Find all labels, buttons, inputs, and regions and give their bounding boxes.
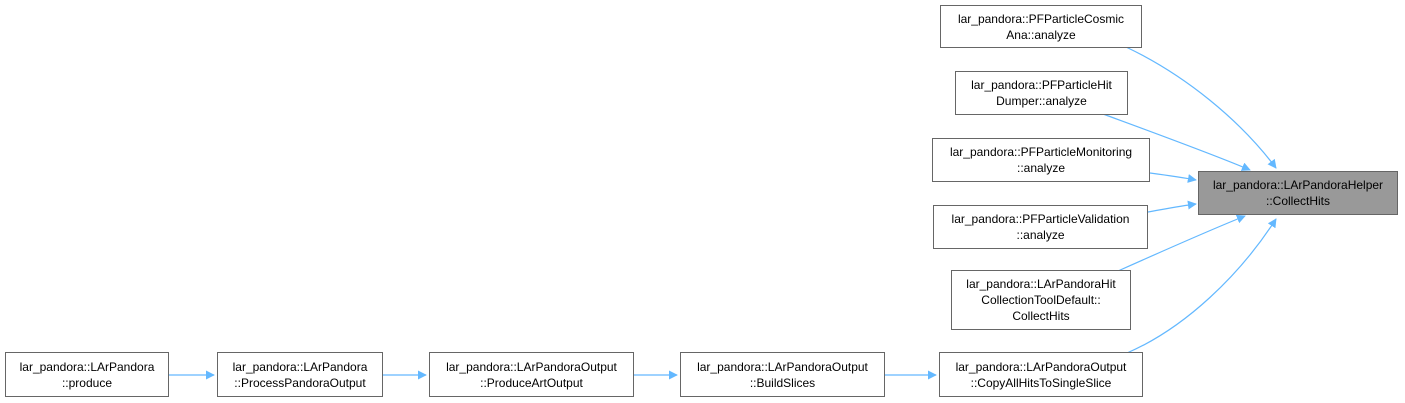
- node-line: CollectionToolDefault::: [981, 293, 1101, 307]
- node-line: lar_pandora::LArPandoraOutput: [955, 359, 1127, 374]
- node-pfparticlemonitoring-analyze[interactable]: lar_pandora::PFParticleMonitoring ::anal…: [932, 138, 1150, 182]
- node-line: ::analyze: [1016, 228, 1065, 242]
- node-larpandora-produce[interactable]: lar_pandora::LArPandora ::produce: [5, 352, 169, 397]
- node-line: ::CopyAllHitsToSingleSlice: [970, 375, 1112, 390]
- node-larpandoraoutput-buildslices[interactable]: lar_pandora::LArPandoraOutput ::BuildSli…: [680, 352, 885, 397]
- edge-hitcoll-to-root: [1117, 214, 1246, 272]
- edge-monitoring-to-root: [1149, 172, 1197, 183]
- edge-copyall-to-root: [1126, 218, 1277, 354]
- node-line: lar_pandora::LArPandoraOutput: [697, 359, 868, 374]
- node-pfparticlevalidation-analyze[interactable]: lar_pandora::PFParticleValidation ::anal…: [933, 205, 1148, 249]
- node-pfparticlehitdumper-analyze[interactable]: lar_pandora::PFParticleHit Dumper::analy…: [955, 71, 1128, 115]
- node-line: ::produce: [61, 375, 113, 390]
- edge-validation-to-root: [1147, 200, 1197, 213]
- node-line: ::ProduceArtOutput: [480, 375, 583, 390]
- node-larpandoraoutput-produceartoutput[interactable]: lar_pandora::LArPandoraOutput ::ProduceA…: [429, 352, 634, 397]
- node-line: ::BuildSlices: [749, 375, 816, 390]
- node-line: ::analyze: [1016, 161, 1066, 175]
- node-line: CollectHits: [1012, 309, 1070, 323]
- node-line: lar_pandora::PFParticleHit: [971, 78, 1112, 92]
- node-line: lar_pandora::PFParticleCosmic: [957, 11, 1125, 26]
- node-line: lar_pandora::LArPandoraHelper: [1212, 178, 1384, 192]
- node-larpandoraoutput-copyallhitstosingleslice[interactable]: lar_pandora::LArPandoraOutput ::CopyAllH…: [939, 352, 1143, 397]
- node-larpandorahitcollectiontooldefault-collecthits[interactable]: lar_pandora::LArPandoraHit CollectionToo…: [951, 270, 1131, 330]
- node-line: lar_pandora::LArPandora: [232, 359, 368, 374]
- edge-hitdumper-to-root: [1102, 113, 1251, 171]
- node-pfparticlecosmicana-analyze[interactable]: lar_pandora::PFParticleCosmic Ana::analy…: [940, 5, 1142, 48]
- node-line: lar_pandora::PFParticleValidation: [951, 212, 1130, 226]
- node-line: Ana::analyze: [1006, 27, 1076, 42]
- node-line: lar_pandora::LArPandoraHit: [966, 277, 1116, 291]
- node-line: lar_pandora::PFParticleMonitoring: [949, 145, 1133, 159]
- node-larpandorahelper-collecthits: lar_pandora::LArPandoraHelper ::CollectH…: [1198, 171, 1398, 215]
- node-line: ::ProcessPandoraOutput: [234, 375, 366, 390]
- node-line: ::CollectHits: [1265, 194, 1330, 208]
- edge-cosmic-to-root: [1125, 46, 1277, 169]
- node-line: lar_pandora::LArPandora: [19, 359, 155, 374]
- node-larpandora-processpandoraoutput[interactable]: lar_pandora::LArPandora ::ProcessPandora…: [217, 352, 383, 397]
- node-line: lar_pandora::LArPandoraOutput: [446, 359, 617, 374]
- node-line: Dumper::analyze: [996, 94, 1087, 108]
